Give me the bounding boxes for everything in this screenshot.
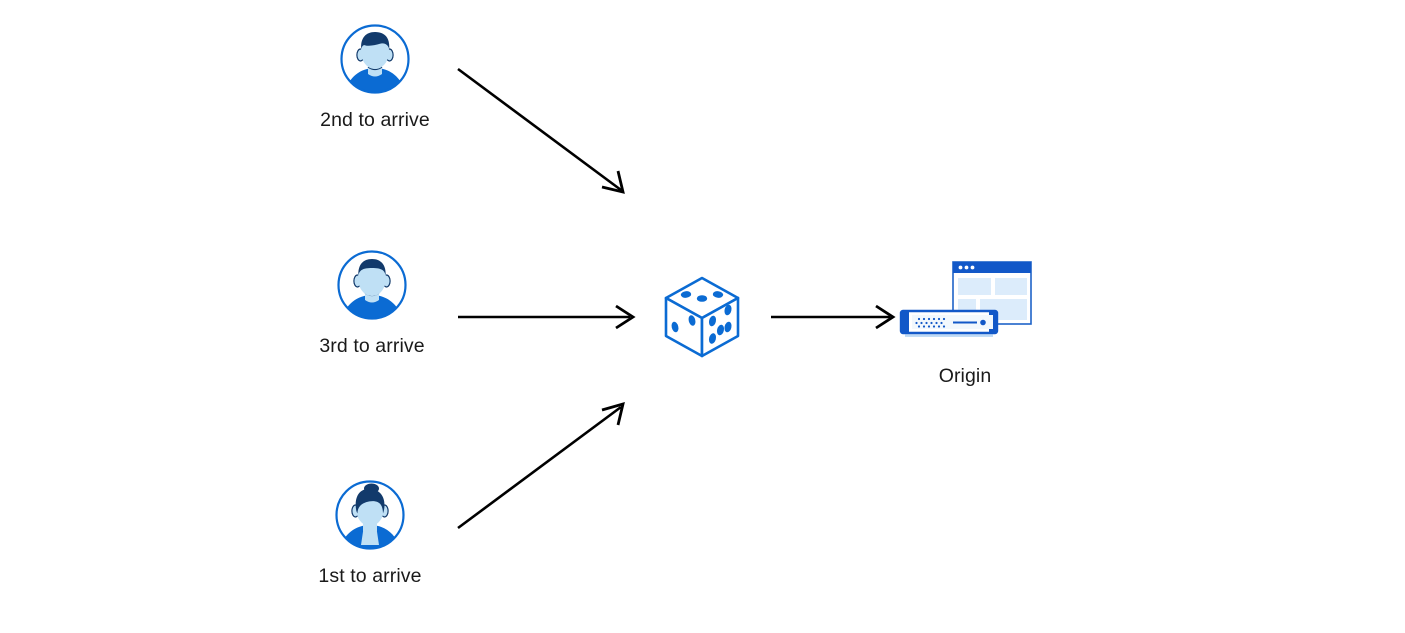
- arrow-1st-to-balancer: [457, 401, 625, 530]
- avatar-short-hair-icon: [340, 24, 410, 94]
- arrow-2nd-to-balancer: [457, 67, 625, 194]
- dice-icon: [664, 276, 740, 358]
- random-balancer-node[interactable]: [657, 272, 747, 362]
- arrow-3rd-to-balancer: [458, 304, 636, 330]
- origin-label: Origin: [938, 365, 992, 387]
- client-node-3rd[interactable]: 3rd to arrive: [292, 248, 452, 358]
- client-label-3rd: 3rd to arrive: [319, 335, 425, 357]
- server-unit-icon: [899, 309, 999, 337]
- avatar-long-hair-icon: [335, 480, 405, 550]
- origin-server-icon: [899, 261, 1032, 337]
- client-label-2nd: 2nd to arrive: [320, 109, 430, 131]
- client-label-1st: 1st to arrive: [318, 565, 422, 587]
- avatar-short-hair-icon: [337, 250, 407, 320]
- origin-node[interactable]: Origin: [870, 258, 1060, 388]
- client-node-1st[interactable]: 1st to arrive: [290, 478, 450, 588]
- client-node-2nd[interactable]: 2nd to arrive: [295, 22, 455, 132]
